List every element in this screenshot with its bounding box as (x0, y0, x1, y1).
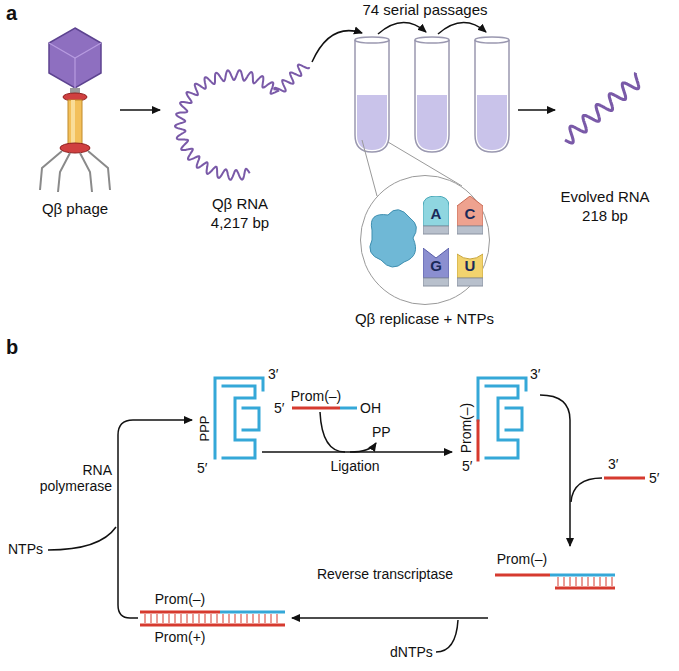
step-label: Ligation (330, 458, 379, 474)
enzyme-label: Reverse transcriptase (310, 566, 460, 582)
end-label: 5′ (274, 400, 284, 416)
nucleotide-block: U (457, 248, 483, 288)
end-label: 3′ (268, 366, 278, 382)
promoter-label: Prom(+) (155, 629, 206, 645)
test-tubes (355, 37, 509, 152)
phosphate-label: PPP (198, 415, 213, 441)
end-label: 5′ (197, 460, 207, 476)
substrate-label: NTPs (8, 541, 43, 557)
replicase-enzyme (370, 210, 416, 267)
panel-letter: a (6, 2, 17, 25)
item-label: Evolved RNA (560, 188, 649, 205)
promoter-label: Prom(–) (155, 591, 206, 607)
item-label: Qβ phage (42, 200, 108, 217)
length-label: 4,217 bp (211, 214, 269, 231)
item-label: Qβ RNA (212, 195, 268, 212)
enzyme-label: RNA polymerase (26, 462, 112, 494)
inset-circle: Qβ replicase + NTPsACGU (360, 175, 490, 305)
end-label: 3′ (530, 366, 540, 382)
ligated-structure (478, 378, 526, 460)
nucleotide-block: C (457, 196, 483, 236)
end-label: 5′ (462, 458, 472, 474)
inset-ground (361, 176, 489, 304)
nucleotide-block: G (423, 248, 449, 288)
rna-strand (565, 73, 639, 143)
nucleotide-letter: G (430, 257, 442, 274)
nucleotide-letter: U (465, 257, 476, 274)
byproduct-label: PP (372, 424, 391, 440)
inset-caption: Qβ replicase + NTPs (355, 310, 494, 327)
passage-arrows (312, 22, 486, 62)
end-label: 3′ (608, 456, 618, 472)
length-label: 218 bp (582, 207, 628, 224)
arrow (518, 109, 555, 111)
rna-strands (175, 65, 639, 180)
base-pairs (145, 577, 612, 623)
nucleotide-block: A (423, 196, 449, 236)
panel-letter: b (6, 336, 18, 359)
rna-strand (175, 65, 309, 180)
nucleotide-letter: C (465, 205, 476, 222)
rna-structure (215, 378, 263, 458)
process-note: 74 serial passages (362, 1, 487, 18)
group-label: OH (360, 400, 381, 416)
promoter-label: Prom(–) (458, 403, 474, 454)
arrow (120, 109, 160, 111)
substrate-label: dNTPs (390, 644, 433, 660)
promoter-label: Prom(–) (291, 388, 342, 404)
end-label: 5′ (649, 470, 659, 486)
nucleotide-letter: A (431, 205, 442, 222)
cycle-arrows (48, 395, 602, 652)
promoter-label: Prom(–) (497, 551, 548, 567)
phage-drawing (40, 28, 110, 192)
duplex (140, 575, 615, 625)
